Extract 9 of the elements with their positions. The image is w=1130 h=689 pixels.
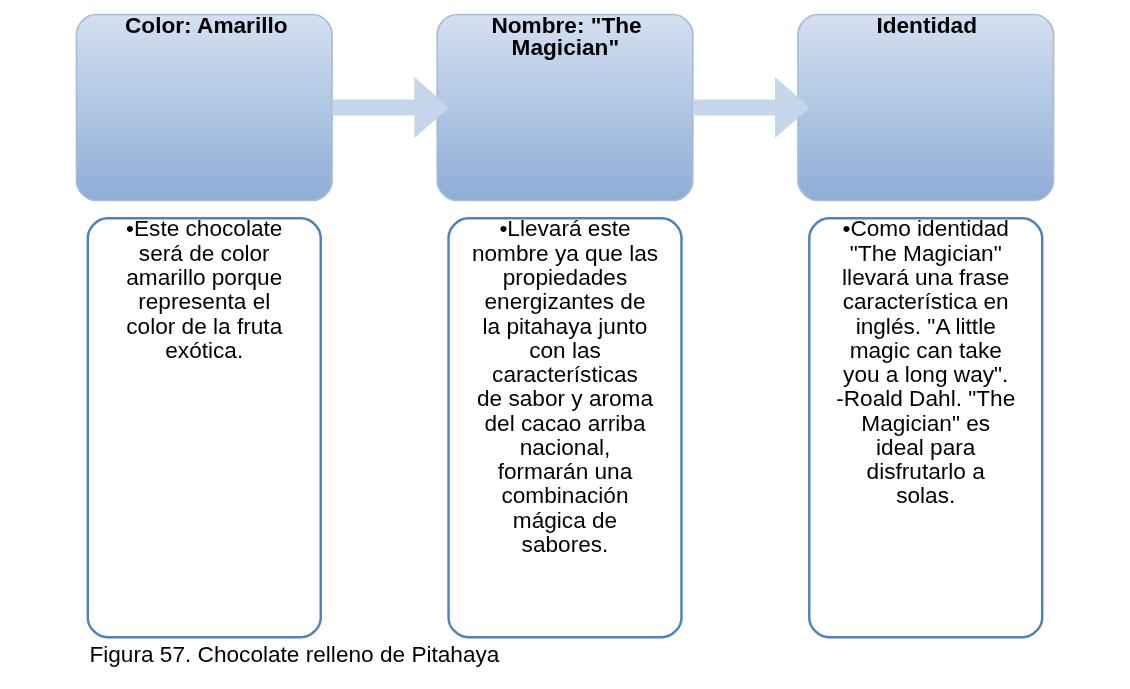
- node-box: •Como identidad "The Magician" llevará una frase característica en inglés. "A little magic can take you a long way". -Roald Dahl. "The Magician" es ideal para disfrutarlo a solas.: [808, 217, 1044, 639]
- caption: Figura 57. Chocolate relleno de Pitahaya: [89, 641, 500, 667]
- node-box: Identidad: [797, 13, 1055, 202]
- arrow: [332, 76, 450, 139]
- node-box: •Llevará este nombre ya que las propiedades energizantes de la pitahaya junto con las características de sabor y aroma del cacao arriba nacional, formarán una combinación mágica de sabores.: [447, 217, 683, 639]
- node-box: Color: Amarillo: [75, 13, 333, 202]
- node-box: •Este chocolate será de color amarillo porque representa el color de la fruta exótica.: [86, 217, 322, 639]
- node-box: Nombre: "The Magician": [436, 13, 694, 202]
- arrow: [693, 76, 810, 139]
